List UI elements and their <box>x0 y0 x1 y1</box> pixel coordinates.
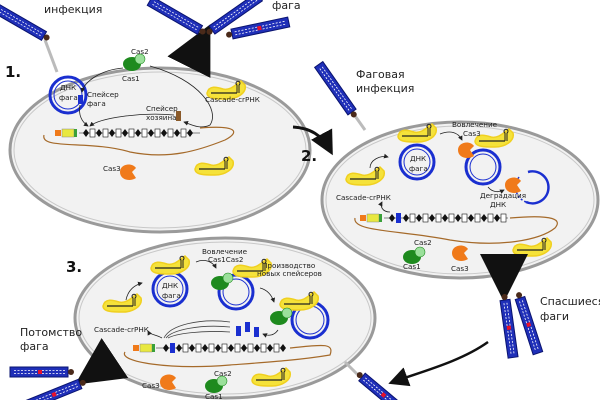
host-spacer-label-2: хозяина <box>146 113 177 122</box>
phage-progeny <box>10 367 87 400</box>
phage-dna-circle <box>398 143 436 181</box>
cas3-label: Cas3 <box>142 381 160 390</box>
phage-spacer <box>78 95 83 104</box>
infection-label-top: инфекция <box>44 3 102 16</box>
crispr-array <box>79 128 200 138</box>
new-spacer <box>236 326 241 336</box>
phage-infection-label-1: Фаговая <box>356 68 405 81</box>
cascade-label: Cascade-crРНК <box>205 95 260 104</box>
step-number: 3. <box>66 258 82 276</box>
cas3-label: Cas3 <box>451 264 469 273</box>
injection-tube <box>43 39 59 73</box>
survived-phages-label-2: фаги <box>540 310 569 323</box>
phage-progeny-label-2: фага <box>20 340 49 353</box>
host-spacer <box>176 111 181 121</box>
recruit-label-2: Cas3 <box>463 129 481 138</box>
phage-dna-label-1: ДНК <box>60 83 76 92</box>
cell-step-1: 1. Cas2 Cas1 ДНК фага Спейсер фага Спейс… <box>5 24 312 234</box>
recruit-label-1: Вовлечение <box>202 247 248 256</box>
cell-step-3: 3. Вовлечение Cas1Cas2 Производство новы… <box>66 236 410 400</box>
survived-phages-label-1: Спасшиеся <box>540 295 600 308</box>
production-label-2: новых спейсеров <box>257 269 322 278</box>
cas1-label: Cas1 <box>403 262 421 271</box>
phage-spacer-label-2: фага <box>87 99 106 108</box>
cas3-label: Cas3 <box>103 164 121 173</box>
production-label-1: Производство <box>262 261 315 270</box>
phage-exit-arrow <box>167 24 211 78</box>
phage-dna-label-2: фага <box>409 164 428 173</box>
cascade-label: Cascade-crРНК <box>94 325 149 334</box>
phage-exit-arrow <box>75 338 129 385</box>
phage-dna-label-1: ДНК <box>162 281 178 290</box>
cas1-label: Cas1 <box>205 392 223 400</box>
phage-dna-label-2: фага <box>162 291 181 300</box>
phage-dna-circle <box>48 75 88 115</box>
degradation-label-2: ДНК <box>490 200 506 209</box>
step-number: 2. <box>301 147 317 165</box>
cas2-label: Cas2 <box>414 238 432 247</box>
step-arrow-1-2 <box>292 125 333 156</box>
host-chromosome <box>43 126 235 156</box>
cas1-label: Cas1 <box>122 74 140 83</box>
crispr-locus <box>54 128 78 138</box>
cas2-label: Cas2 <box>214 369 232 378</box>
phage-progeny-label-1: Потомство <box>20 326 82 339</box>
phage-spacer-label-1: Спейсер <box>87 90 119 99</box>
cascade-label: Cascade-crРНК <box>336 193 391 202</box>
recruit-label-2: Cas1Cas2 <box>208 255 243 264</box>
cas2-label: Cas2 <box>131 47 149 56</box>
host-spacer-label-1: Спейсер <box>146 104 178 113</box>
reinfection-arrow <box>388 340 489 387</box>
survived-phages <box>499 291 542 358</box>
recruit-label-1: Вовлечение <box>452 120 498 129</box>
step-number: 1. <box>5 63 21 81</box>
phage-dna-label-1: ДНК <box>410 154 426 163</box>
phage-dna-label-2: фага <box>59 93 78 102</box>
cell-step-2: 2. Вовлечение Cas3 ДНК фага Cascade-crРН… <box>301 61 600 302</box>
degraded-dna <box>525 170 550 205</box>
degradation-label-1: Деградация <box>480 191 526 200</box>
phage-label-top: фага <box>272 0 301 12</box>
phage-infection-label-2: инфекция <box>356 82 414 95</box>
